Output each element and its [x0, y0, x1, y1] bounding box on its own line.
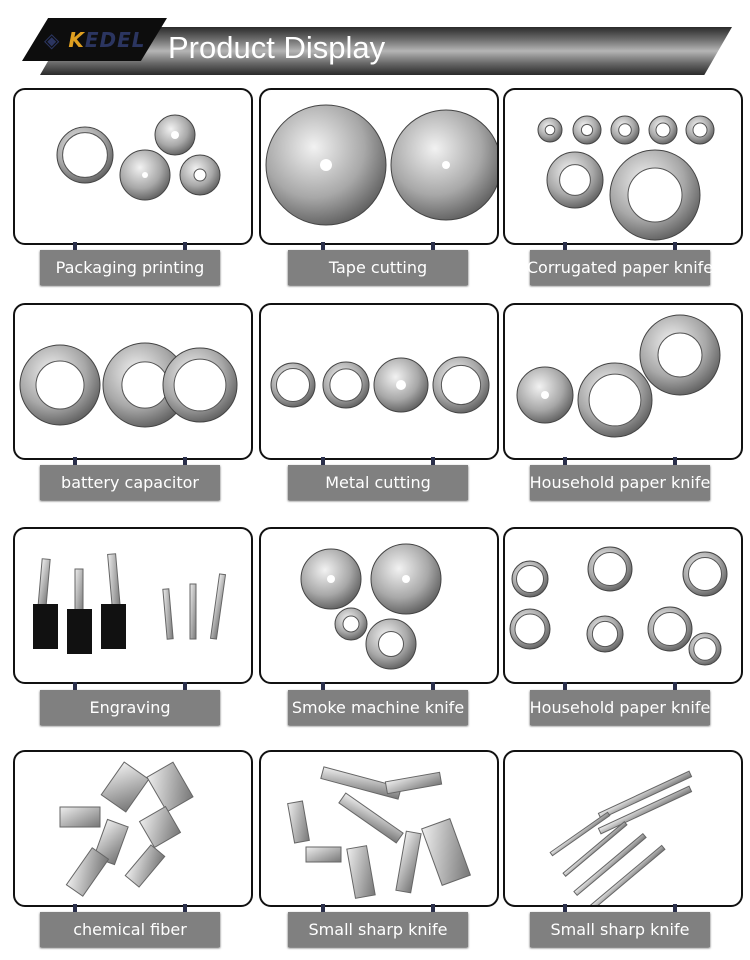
product-card[interactable] [259, 88, 499, 245]
product-image [56, 114, 221, 201]
product-card[interactable] [259, 527, 499, 684]
product-card[interactable] [13, 303, 253, 460]
product-label[interactable]: battery capacitor [40, 465, 220, 500]
product-label[interactable]: Household paper knife [530, 465, 710, 500]
connector [183, 242, 187, 250]
product-card[interactable] [503, 303, 743, 460]
connector [183, 682, 187, 690]
product-label[interactable]: Small sharp knife [530, 912, 710, 947]
connector [431, 904, 435, 912]
product-image [265, 104, 497, 226]
product-image [537, 115, 715, 241]
connector [73, 682, 77, 690]
product-image [516, 314, 721, 438]
product-label[interactable]: Corrugated paper knife [527, 250, 713, 285]
product-label[interactable]: Tape cutting [288, 250, 468, 285]
product-image [300, 543, 442, 670]
page-title: Product Display [168, 30, 386, 65]
connector [563, 457, 567, 465]
product-label[interactable]: Smoke machine knife [288, 690, 468, 725]
connector [563, 242, 567, 250]
connector [673, 682, 677, 690]
brand-logo: ◈ KEDEL [22, 18, 167, 61]
connector [321, 242, 325, 250]
connector [431, 242, 435, 250]
product-label[interactable]: Engraving [40, 690, 220, 725]
connector [73, 457, 77, 465]
product-image [33, 553, 227, 654]
product-image [549, 770, 693, 905]
product-card[interactable] [503, 750, 743, 907]
product-image [509, 546, 728, 666]
connector [321, 904, 325, 912]
product-label[interactable]: Small sharp knife [288, 912, 468, 947]
connector [563, 682, 567, 690]
product-card[interactable] [13, 750, 253, 907]
product-label[interactable]: Packaging printing [40, 250, 220, 285]
connector [321, 682, 325, 690]
product-card[interactable] [13, 88, 253, 245]
connector [321, 457, 325, 465]
product-image [287, 766, 471, 899]
product-card[interactable] [259, 303, 499, 460]
connector [431, 457, 435, 465]
product-label[interactable]: Household paper knife [530, 690, 710, 725]
connector [183, 457, 187, 465]
connector [73, 904, 77, 912]
connector [73, 242, 77, 250]
product-card[interactable] [503, 88, 743, 245]
product-image [270, 356, 490, 414]
product-image [59, 761, 194, 897]
product-card[interactable] [503, 527, 743, 684]
product-image [19, 342, 238, 428]
connector [563, 904, 567, 912]
product-card[interactable] [13, 527, 253, 684]
product-label[interactable]: chemical fiber [40, 912, 220, 947]
connector [673, 457, 677, 465]
connector [183, 904, 187, 912]
connector [673, 242, 677, 250]
connector [431, 682, 435, 690]
product-card[interactable] [259, 750, 499, 907]
product-label[interactable]: Metal cutting [288, 465, 468, 500]
connector [673, 904, 677, 912]
